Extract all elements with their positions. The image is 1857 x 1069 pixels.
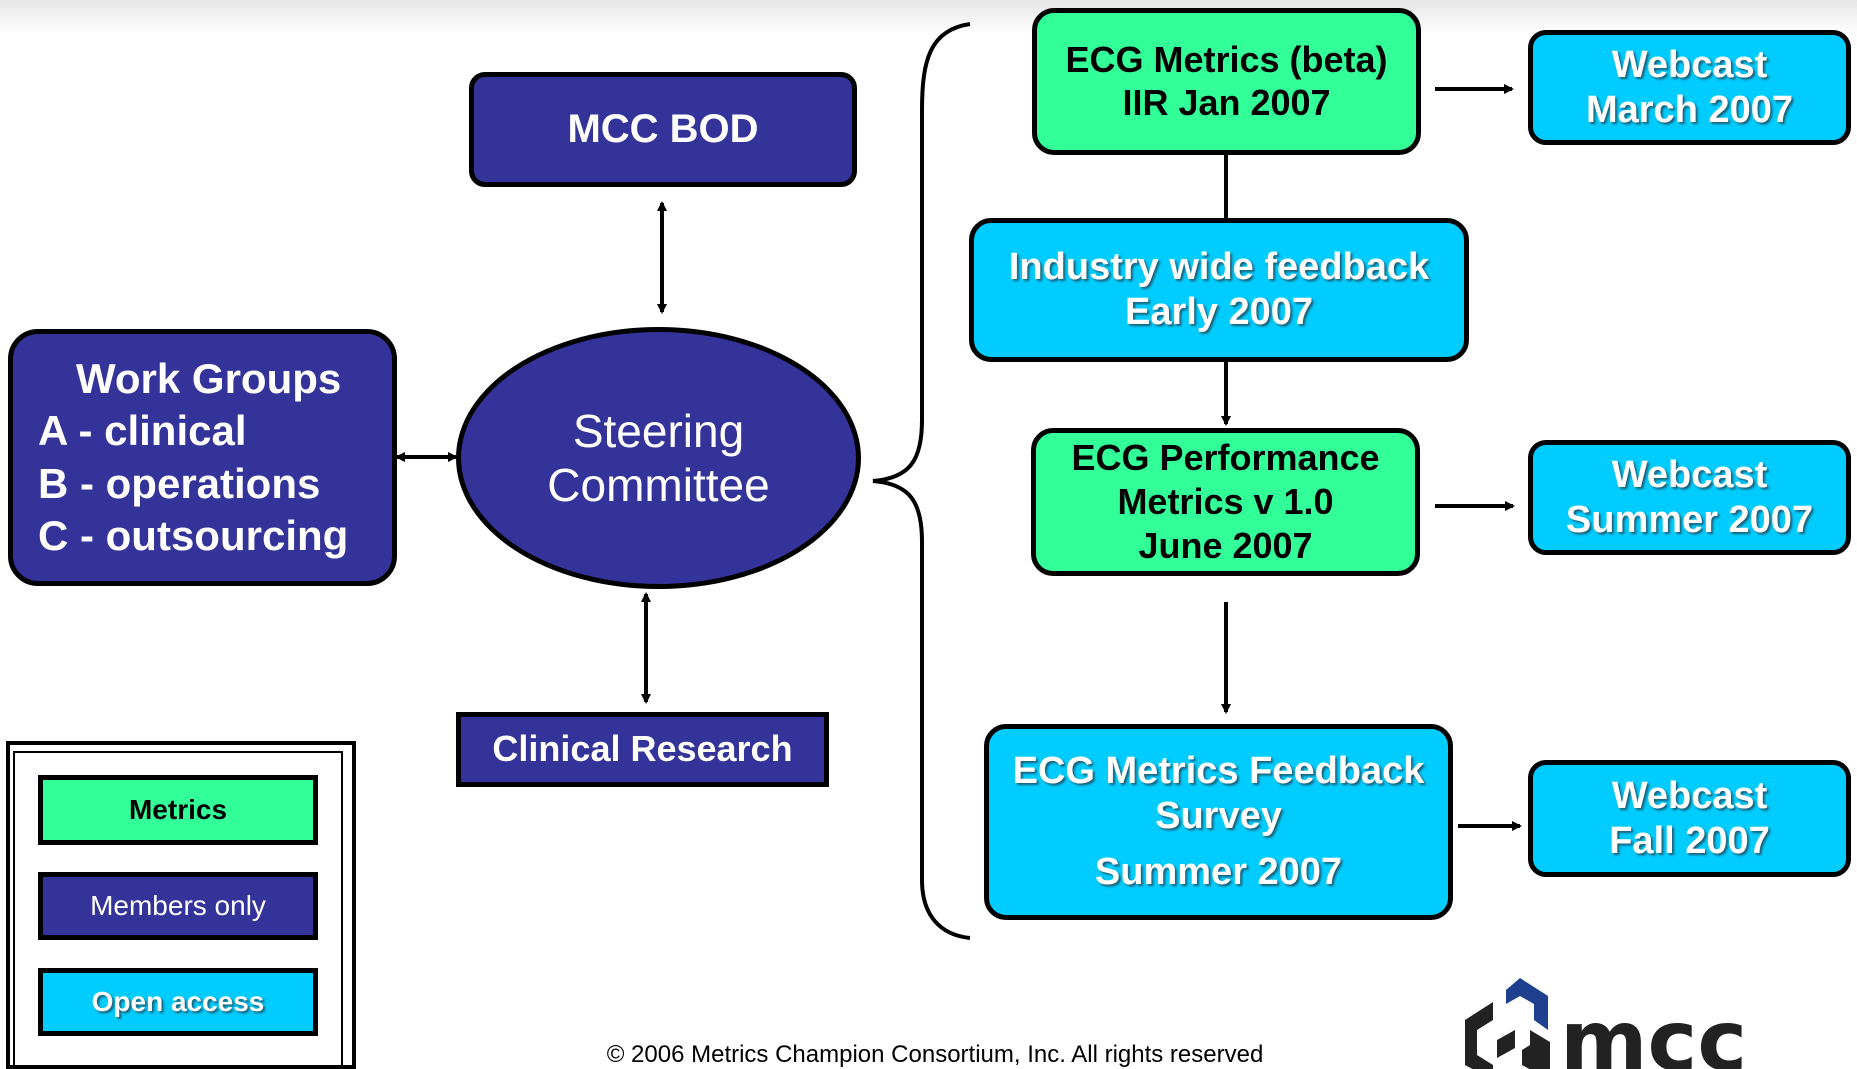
survey-line-3: Summer 2007 — [1094, 851, 1343, 894]
legend-metrics-label: Metrics — [128, 794, 228, 825]
survey-line-1: ECG Metrics Feedback — [1012, 749, 1425, 792]
ecg-v1-line-2: Metrics v 1.0 — [1117, 481, 1334, 523]
webcast-march-line-2: March 2007 — [1585, 88, 1793, 131]
webcast-march-line-1: Webcast — [1611, 43, 1768, 86]
legend-members-only-label: Members only — [90, 890, 266, 921]
feedback-survey-node: ECG Metrics Feedback Survey Summer 2007 — [984, 724, 1453, 920]
mcc-bod-node: MCC BOD — [469, 72, 857, 187]
webcast-summer-line-2: Summer 2007 — [1565, 498, 1814, 541]
industry-feedback-node: Industry wide feedback Early 2007 — [969, 218, 1469, 362]
survey-line-2: Survey — [1155, 794, 1282, 837]
ecg-beta-line-1: ECG Metrics (beta) — [1065, 39, 1388, 81]
work-groups-node: Work Groups A - clinical B - operations … — [8, 329, 397, 586]
work-group-c: C - outsourcing — [38, 511, 349, 559]
mcc-logo: mcc — [1425, 970, 1825, 1069]
legend-metrics: Metrics — [38, 775, 318, 845]
webcast-march-node: Webcast March 2007 — [1528, 30, 1851, 145]
steering-committee-node: Steering Committee — [456, 327, 861, 589]
steering-line-1: Steering — [572, 404, 745, 457]
industry-feedback-line-2: Early 2007 — [1124, 291, 1314, 333]
ecg-v1-line-1: ECG Performance — [1071, 437, 1380, 479]
webcast-fall-node: Webcast Fall 2007 — [1528, 760, 1851, 877]
ecg-metrics-beta-node: ECG Metrics (beta) IIR Jan 2007 — [1032, 8, 1421, 155]
webcast-fall-line-1: Webcast — [1611, 774, 1768, 817]
clinical-research-label: Clinical Research — [492, 728, 793, 770]
ecg-performance-metrics-node: ECG Performance Metrics v 1.0 June 2007 — [1031, 428, 1420, 576]
legend-open-access-label: Open access — [91, 986, 265, 1017]
mcc-bod-label: MCC BOD — [567, 106, 759, 151]
webcast-summer-line-1: Webcast — [1611, 453, 1768, 496]
legend — [13, 751, 343, 1069]
work-group-b: B - operations — [38, 459, 321, 507]
legend-members-only: Members only — [38, 872, 318, 940]
clinical-research-node: Clinical Research — [456, 712, 829, 787]
ecg-beta-line-2: IIR Jan 2007 — [1122, 81, 1331, 123]
copyright-text: © 2006 Metrics Champion Consortium, Inc.… — [606, 1041, 1264, 1068]
webcast-summer-node: Webcast Summer 2007 — [1528, 440, 1851, 555]
work-group-a: A - clinical — [38, 407, 247, 455]
webcast-fall-line-2: Fall 2007 — [1609, 819, 1770, 862]
ecg-v1-line-3: June 2007 — [1138, 524, 1313, 566]
industry-feedback-line-1: Industry wide feedback — [1008, 246, 1430, 289]
work-groups-title: Work Groups — [76, 355, 342, 403]
brace — [872, 22, 971, 940]
legend-open-access: Open access — [38, 968, 318, 1036]
steering-line-2: Committee — [547, 459, 770, 511]
mcc-logo-mark: mcc — [1465, 978, 1747, 1069]
mcc-logo-text: mcc — [1560, 992, 1747, 1069]
